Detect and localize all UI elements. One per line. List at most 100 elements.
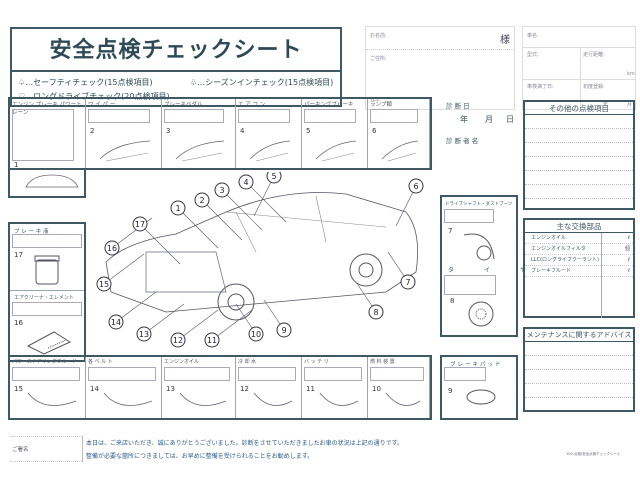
diagnosis-date-label: 診 断 日 xyxy=(446,102,470,110)
check-grid[interactable] xyxy=(164,367,230,381)
callout-number: 10 xyxy=(251,330,261,339)
check-grid[interactable] xyxy=(238,109,290,123)
check-9-title: ブレーキパッド xyxy=(450,362,503,368)
check-grid[interactable] xyxy=(304,109,356,123)
part-unit: 個 xyxy=(624,246,630,252)
signature-field[interactable]: ご署名 xyxy=(10,436,82,462)
callout-6: 6 xyxy=(395,178,424,227)
right-check-column: ドライブシャフト・ダストブーツ 7 タ イ ヤ 8 xyxy=(440,195,526,337)
check-number: 10 xyxy=(372,385,381,393)
callout-number: 8 xyxy=(373,308,378,317)
callout-number: 17 xyxy=(135,220,145,229)
part-illustration-icon xyxy=(175,140,225,162)
year-unit: 年 xyxy=(603,102,609,108)
check-box-15: パワーステアリングフルード 15 xyxy=(10,357,86,418)
part-illustration-icon xyxy=(315,140,357,162)
form-code: 100-点検/安全点検チェックシート xyxy=(566,452,621,456)
advice-title: メンテナンスに関するアドバイス xyxy=(525,329,633,342)
callout-number: 14 xyxy=(111,318,121,327)
callout-11: 11 xyxy=(204,309,253,348)
check-number: 11 xyxy=(306,385,315,393)
check-box-2: ワ イ パ ー 2 xyxy=(86,99,162,168)
callout-number: 12 xyxy=(173,336,183,345)
callout-number: 3 xyxy=(219,186,224,195)
check-number: 2 xyxy=(90,127,95,135)
check-grid[interactable] xyxy=(12,109,74,161)
drive-shaft-boot-icon xyxy=(463,233,495,261)
bottom-check-strip: パワーステアリングフルード 15 各 ベ ル ト 14 エンジンオイル 13 冷… xyxy=(8,355,432,420)
check-box-10: 燃 料 装 置 10 xyxy=(368,357,430,418)
check-box-6: ランプ類 6 xyxy=(368,99,430,168)
check-9-number: 9 xyxy=(448,387,453,395)
diagnosis-box: 診 断 日 年 月 日 診 断 者 名 xyxy=(440,97,518,173)
callout-number: 11 xyxy=(207,336,217,345)
check-grid[interactable] xyxy=(164,109,224,123)
parts-row: LLC(ロングライフクーラント)ℓ xyxy=(525,255,633,266)
first-registration-label: 初度登録: xyxy=(583,84,605,90)
callout-number: 1 xyxy=(175,204,180,213)
check-title: ランプ類 xyxy=(370,102,392,108)
check-title: 燃 料 装 置 xyxy=(370,359,395,365)
check-number: 3 xyxy=(166,127,171,135)
parts-row: エンジンオイル ℓ xyxy=(525,233,633,244)
check-box-3: ブレーキペダル 3 xyxy=(162,99,236,168)
check-number: 12 xyxy=(240,385,249,393)
callout-16: 16 xyxy=(104,217,153,256)
brake-fluid-bottle-icon xyxy=(34,255,60,285)
callout-number: 13 xyxy=(139,330,149,339)
legend-safety: ♤…セーフティチェック(15点検項目) xyxy=(18,78,153,87)
check-title: パワーステアリングフルード xyxy=(12,359,77,365)
mileage-unit: km xyxy=(627,71,635,77)
check-title: パーキングブレーキ xyxy=(304,102,354,108)
customer-form: お名前: 様 ご住所: TEL: xyxy=(365,26,515,110)
part-illustration-icon xyxy=(319,392,359,406)
check-7-title: ドライブシャフト・ダストブーツ xyxy=(445,202,513,207)
car-name-label: 車名: xyxy=(527,33,539,39)
part-name: エンジンオイル xyxy=(531,235,567,241)
vehicle-form: 車名: 型式: 走行距離: km 車検満了日: 初度登録: 年 月 xyxy=(522,26,636,111)
address-label: ご住所: xyxy=(370,56,387,62)
part-illustration-icon xyxy=(249,140,291,162)
check-title: ワ イ パ ー xyxy=(88,102,116,108)
part-name: エンジンオイルフィルタ xyxy=(531,246,586,252)
check-grid[interactable] xyxy=(88,109,150,123)
callout-10: 10 xyxy=(235,303,264,342)
callout-number: 16 xyxy=(107,244,117,253)
check-number: 14 xyxy=(90,385,99,393)
check-number: 6 xyxy=(372,127,377,135)
top-check-strip: エンジン.ブレーキ.パワートレーン 1 ワ イ パ ー 2 ブレーキペダル 3 … xyxy=(8,97,432,170)
callout-4: 4 xyxy=(238,174,287,223)
model-label: 型式: xyxy=(527,52,539,58)
check-7-number: 7 xyxy=(448,227,453,235)
callout-7: 7 xyxy=(387,251,416,290)
check-grid[interactable] xyxy=(12,367,80,381)
part-illustration-icon xyxy=(253,392,293,406)
part-unit: ℓ xyxy=(627,235,630,241)
part-unit: ℓ xyxy=(627,257,630,263)
parts-row: エンジンオイルフィルタ 個 xyxy=(525,244,633,255)
check-grid[interactable] xyxy=(370,109,418,123)
check-box-4: エ ア コ ン 4 xyxy=(236,99,302,168)
year-label: 年 xyxy=(460,115,468,124)
maintenance-recommendation: 整備が必要な箇所につきましては、お早めに整備を受けられることをお勧めします。 xyxy=(86,453,314,460)
callout-5: 5 xyxy=(253,172,282,217)
page-title: 安全点検チェックシート xyxy=(12,29,340,72)
check-number: 13 xyxy=(166,385,175,393)
check-17-title: ブ レ ー キ 液 xyxy=(14,229,49,235)
check-grid[interactable] xyxy=(238,367,296,381)
brake-pad-icon xyxy=(466,389,496,405)
check-grid[interactable] xyxy=(370,367,424,381)
check-grid[interactable] xyxy=(88,367,156,381)
check-grid[interactable] xyxy=(304,367,362,381)
left-check-column: ブ レ ー キ 液 17 エアクリーナ・エレメント 16 xyxy=(8,222,86,362)
maintenance-advice-box: メンテナンスに関するアドバイス xyxy=(523,327,635,412)
callout-9: 9 xyxy=(263,299,292,338)
diagnostician-label: 診 断 者 名 xyxy=(446,137,479,145)
check-number: 1 xyxy=(14,161,19,169)
callout-12: 12 xyxy=(170,309,219,348)
check-16-number: 16 xyxy=(14,319,23,327)
callout-17: 17 xyxy=(132,216,181,265)
